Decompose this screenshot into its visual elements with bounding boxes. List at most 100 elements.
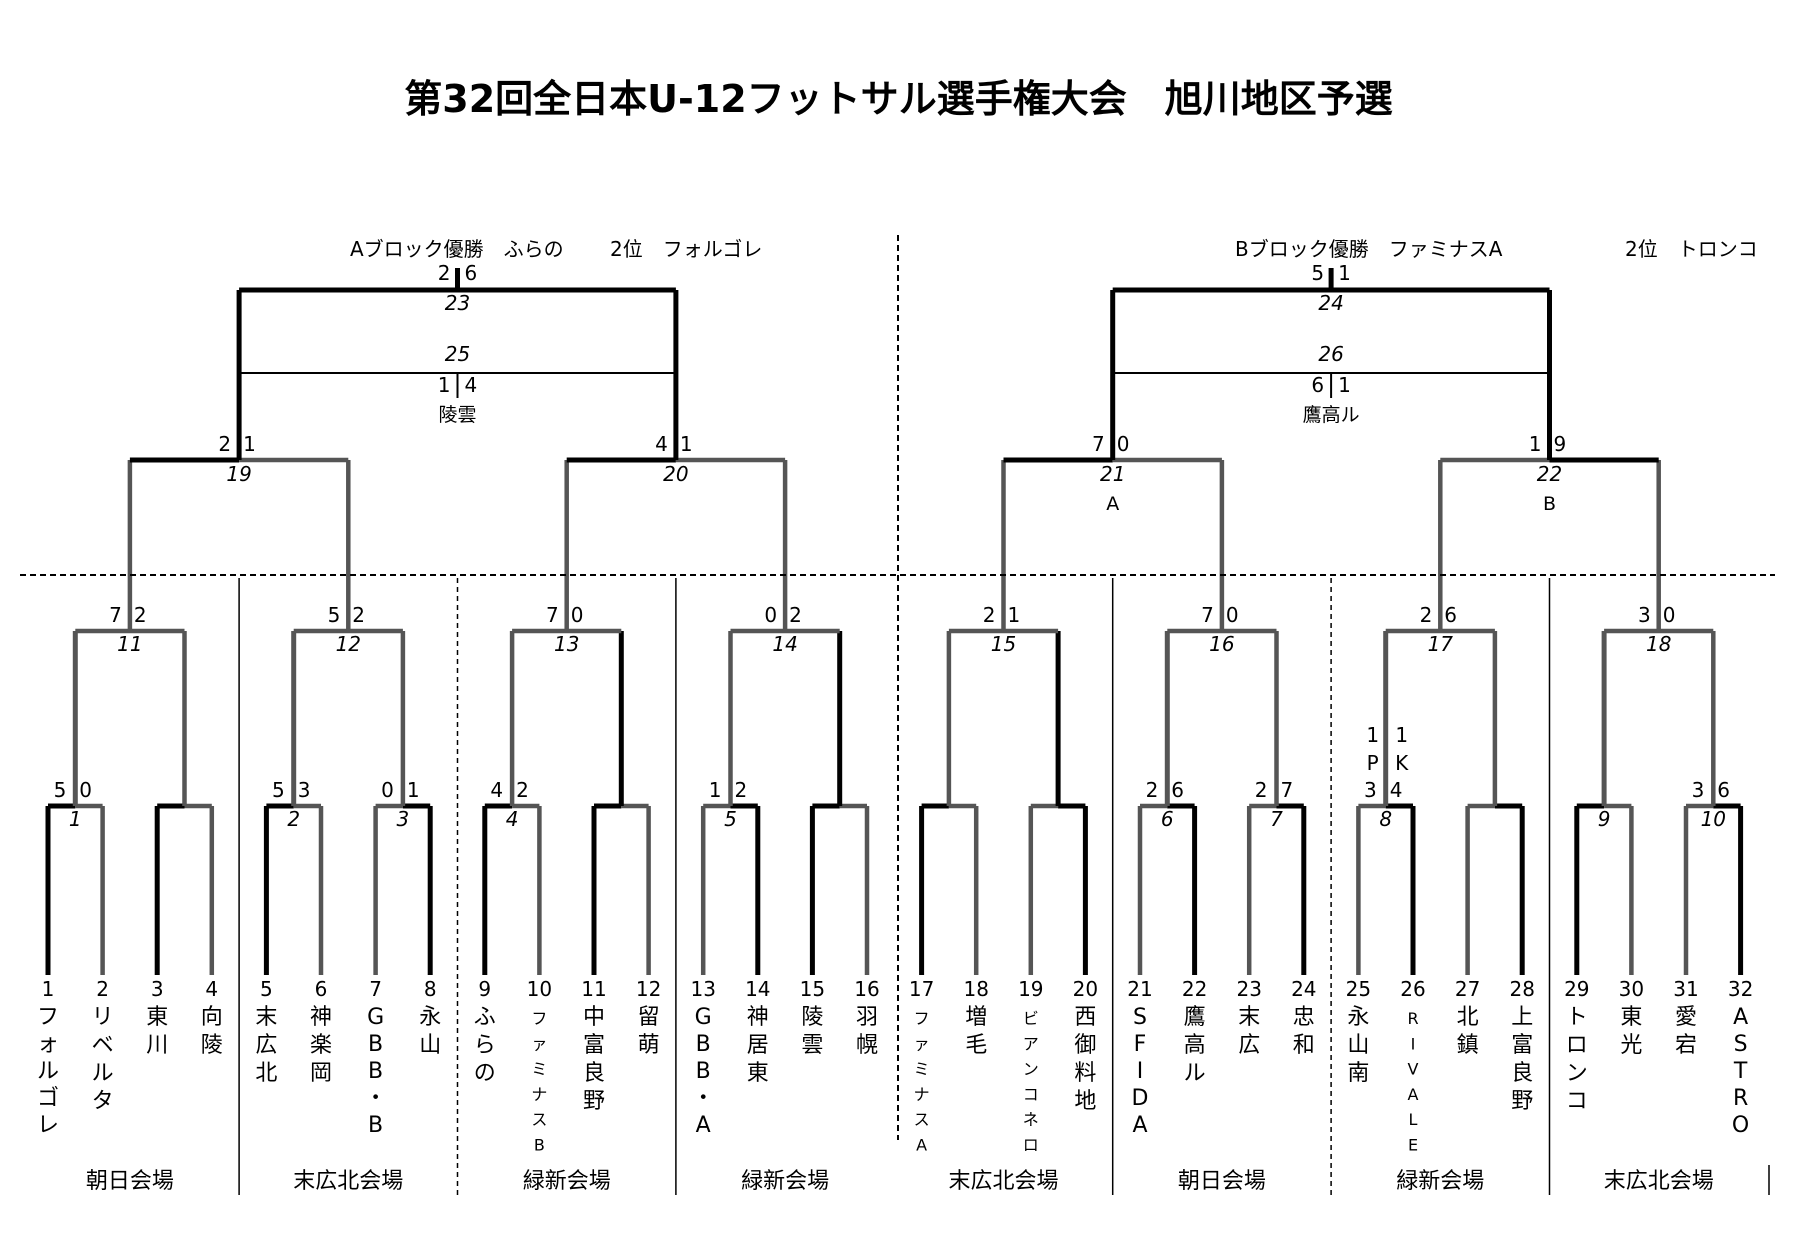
score-left-m20: 4	[655, 432, 668, 456]
match-sub-22: B	[1543, 493, 1556, 515]
team-name-18: 増毛	[965, 1005, 987, 1058]
pk-right-1: 1	[1395, 723, 1408, 747]
match-number-13: 13	[554, 632, 579, 656]
score-left-m11: 7	[109, 603, 122, 627]
team-name-20: 西御料地	[1074, 1005, 1096, 1114]
team-seed-20: 20	[1073, 977, 1098, 1001]
score-right-m10: 6	[1717, 778, 1730, 802]
team-name-30: 東光	[1620, 1005, 1642, 1058]
score-right-m5: 2	[735, 778, 748, 802]
match-sub-25: 陵雲	[438, 404, 476, 426]
team-name-4: 向陵	[201, 1005, 223, 1058]
score-right-m26: 1	[1338, 373, 1351, 397]
page-title-wrap: 第32回全日本U-12フットサル選手権大会 旭川地区予選	[0, 68, 1797, 123]
match-number-5: 5	[724, 807, 737, 831]
team-seed-22: 22	[1182, 977, 1207, 1001]
team-seed-11: 11	[581, 977, 606, 1001]
score-right-m14: 2	[789, 603, 802, 627]
score-right-m21: 0	[1117, 432, 1130, 456]
team-name-15: 陵雲	[801, 1005, 823, 1058]
match-number-11: 11	[117, 632, 142, 656]
score-right-m23: 6	[465, 261, 478, 285]
block-b-champion: Bブロック優勝 ファミナスA	[1235, 237, 1503, 261]
team-name-16: 羽幌	[856, 1005, 878, 1058]
match-number-16: 16	[1209, 632, 1234, 656]
score-right-m12: 2	[352, 603, 365, 627]
team-name-29: トロンコ	[1566, 1005, 1588, 1114]
score-right-m4: 2	[516, 778, 529, 802]
venue-label-6: 朝日会場	[1178, 1169, 1266, 1194]
score-left-m13: 7	[546, 603, 559, 627]
pk-left-1: 1	[1366, 723, 1379, 747]
team-seed-17: 17	[909, 977, 934, 1001]
match-number-21: 21	[1100, 462, 1125, 486]
score-left-m7: 2	[1255, 778, 1268, 802]
venue-label-1: 朝日会場	[86, 1169, 174, 1194]
team-name-1: フォルゴレ	[37, 1005, 59, 1138]
score-left-m4: 4	[490, 778, 503, 802]
block-a-champion: Aブロック優勝 ふらの	[350, 237, 564, 261]
score-left-m3: 0	[381, 778, 394, 802]
match-number-12: 12	[336, 632, 361, 656]
score-left-m5: 1	[709, 778, 722, 802]
score-left-m24: 5	[1311, 261, 1324, 285]
match-number-25: 25	[445, 342, 470, 366]
team-seed-14: 14	[745, 977, 770, 1001]
team-seed-32: 32	[1728, 977, 1753, 1001]
score-right-m25: 4	[465, 373, 478, 397]
score-left-m25: 1	[438, 373, 451, 397]
score-left-m16: 7	[1201, 603, 1214, 627]
score-left-m6: 2	[1146, 778, 1159, 802]
team-seed-15: 15	[800, 977, 825, 1001]
score-right-m1: 0	[79, 778, 92, 802]
venue-label-3: 緑新会場	[523, 1169, 611, 1194]
score-right-m8: 4	[1390, 778, 1403, 802]
team-seed-4: 4	[205, 977, 218, 1001]
team-seed-6: 6	[315, 977, 328, 1001]
pk-left-2: P	[1367, 751, 1379, 775]
score-left-m15: 2	[983, 603, 996, 627]
team-name-23: 末広	[1238, 1005, 1260, 1058]
score-right-m7: 7	[1281, 778, 1294, 802]
team-seed-9: 9	[478, 977, 491, 1001]
team-seed-10: 10	[527, 977, 552, 1001]
team-name-25: 永山南	[1347, 1005, 1369, 1086]
score-right-m11: 2	[134, 603, 147, 627]
score-right-m3: 1	[407, 778, 420, 802]
score-left-m1: 5	[54, 778, 67, 802]
team-name-14: 神居東	[747, 1005, 769, 1086]
match-number-4: 4	[506, 807, 519, 831]
team-seed-28: 28	[1509, 977, 1534, 1001]
score-left-m18: 3	[1638, 603, 1651, 627]
team-seed-23: 23	[1236, 977, 1261, 1001]
score-right-m13: 0	[571, 603, 584, 627]
score-left-m14: 0	[764, 603, 777, 627]
block-b-second: 2位 トロンコ	[1625, 237, 1758, 261]
venue-label-7: 緑新会場	[1396, 1169, 1484, 1194]
team-seed-5: 5	[260, 977, 273, 1001]
team-seed-24: 24	[1291, 977, 1316, 1001]
team-seed-27: 27	[1455, 977, 1480, 1001]
venue-label-4: 緑新会場	[741, 1169, 829, 1194]
score-right-m6: 6	[1171, 778, 1184, 802]
team-name-31: 愛宕	[1675, 1005, 1697, 1058]
team-seed-29: 29	[1564, 977, 1589, 1001]
team-name-9: ふらの	[474, 1005, 496, 1086]
score-left-m12: 5	[328, 603, 341, 627]
team-seed-16: 16	[854, 977, 879, 1001]
team-seed-18: 18	[963, 977, 988, 1001]
score-left-m8: 3	[1364, 778, 1377, 802]
score-left-m10: 3	[1692, 778, 1705, 802]
score-right-m18: 0	[1663, 603, 1676, 627]
team-name-12: 留萌	[638, 1005, 660, 1058]
team-seed-3: 3	[151, 977, 164, 1001]
team-seed-2: 2	[96, 977, 109, 1001]
team-seed-1: 1	[42, 977, 55, 1001]
match-number-3: 3	[397, 807, 410, 831]
team-name-3: 東川	[146, 1005, 168, 1058]
